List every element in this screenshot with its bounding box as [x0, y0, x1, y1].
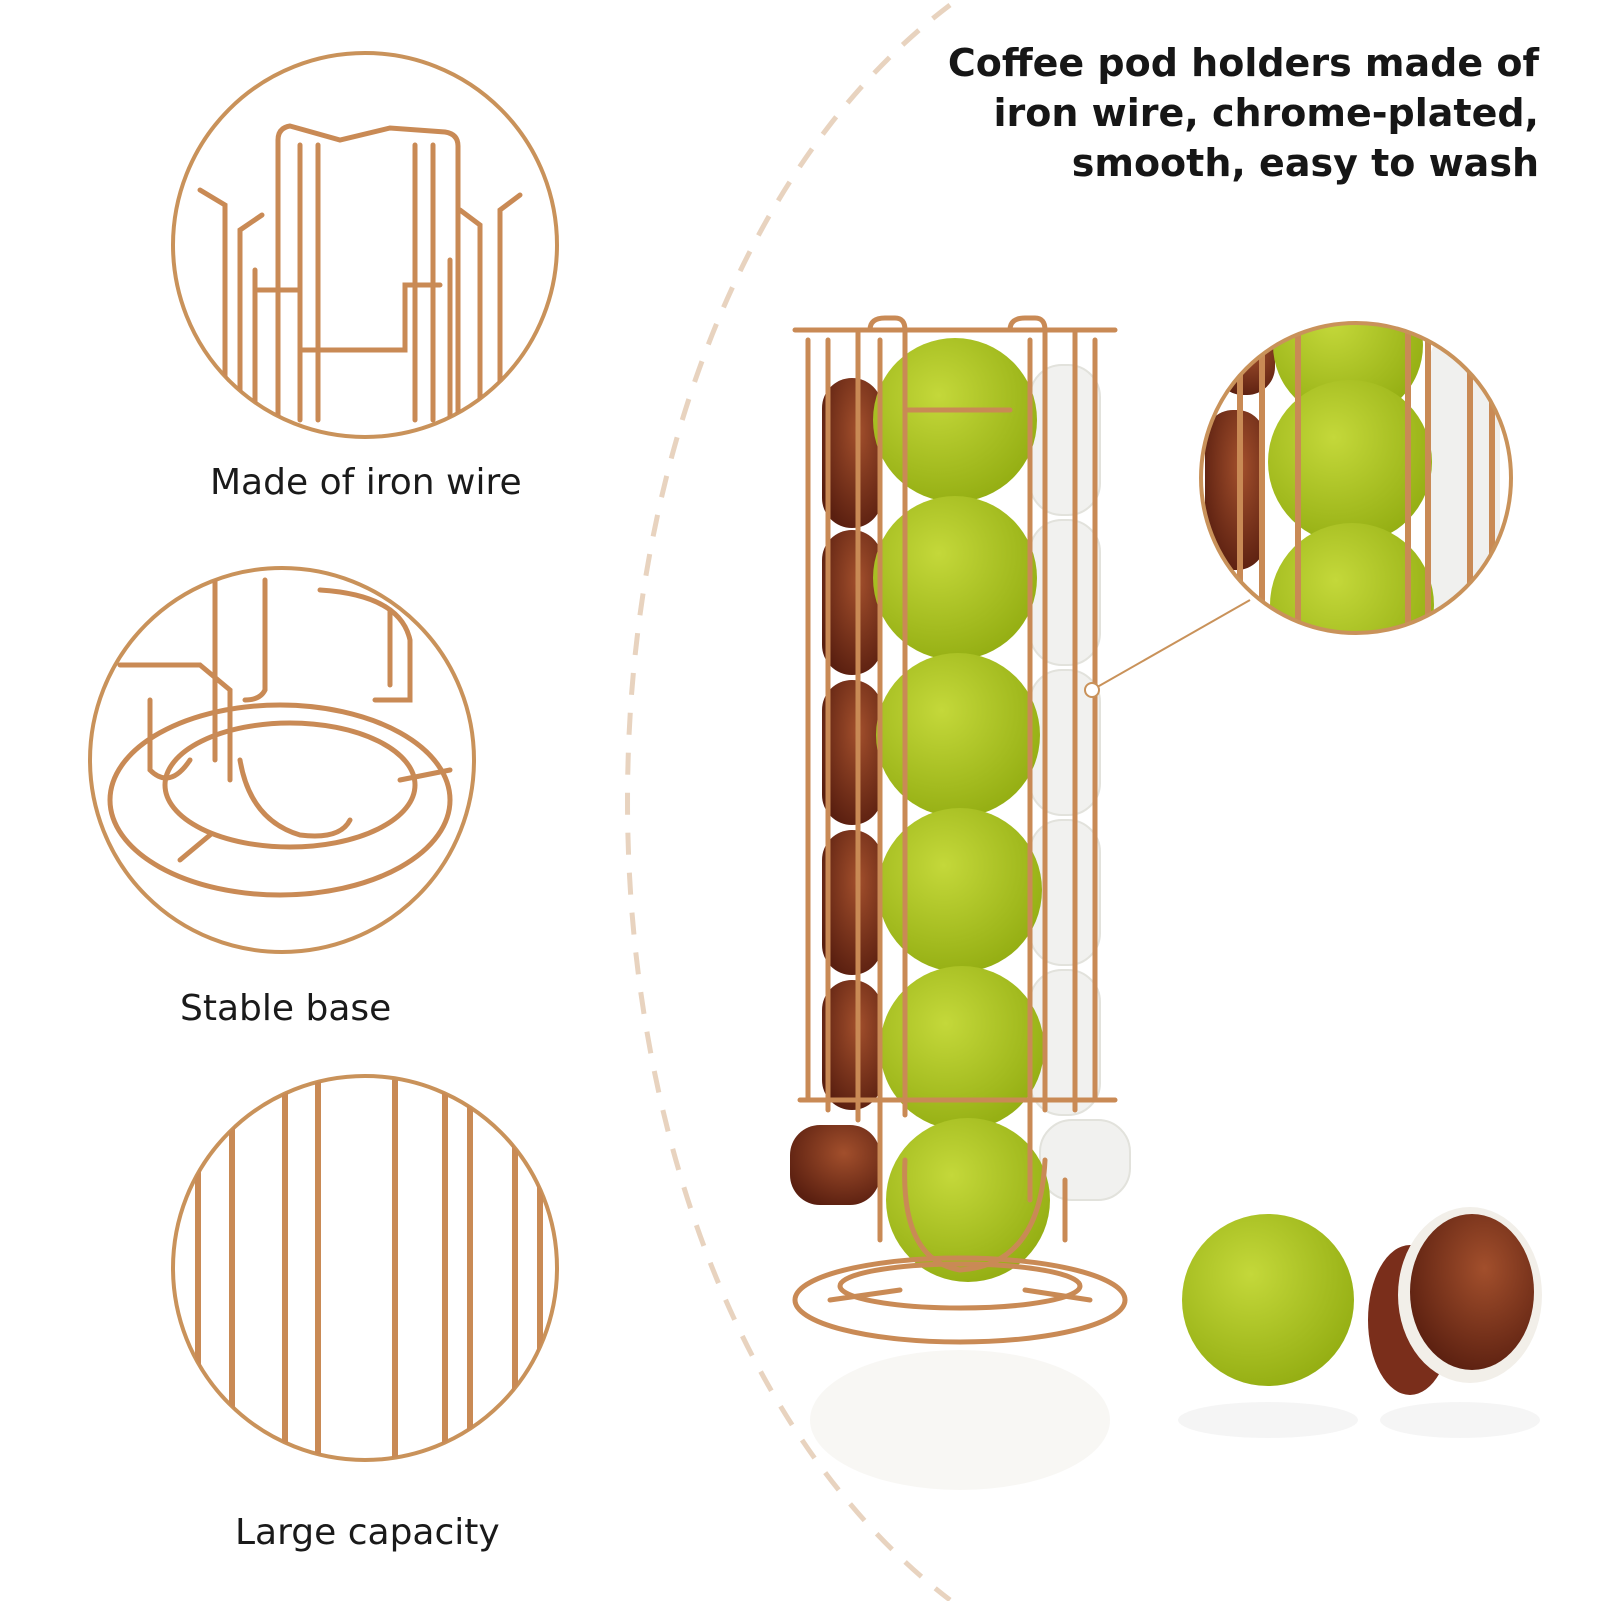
dashed-arc [625, 3, 952, 1601]
loose-pods [1178, 1207, 1542, 1438]
headline-line: iron wire, chrome-plated, [993, 91, 1539, 135]
zoom-detail [1199, 321, 1513, 635]
headline-line: smooth, easy to wash [1071, 141, 1539, 185]
callout-connector [1084, 599, 1251, 698]
feature-caption-stable-base: Stable base [180, 988, 392, 1029]
headline-line: Coffee pod holders made of [947, 41, 1539, 85]
wire-frame-detail [171, 51, 559, 439]
feature-caption-iron-wire: Made of iron wire [210, 462, 522, 503]
feature-caption-large-capacity: Large capacity [235, 1512, 500, 1553]
vertical-bars-detail [171, 1074, 559, 1462]
round-base-detail [88, 566, 476, 954]
pod-tower-product [790, 315, 1131, 1490]
green-pod [1182, 1214, 1354, 1386]
headline: Coffee pod holders made of iron wire, ch… [919, 38, 1539, 188]
brown-pod [1368, 1207, 1542, 1395]
